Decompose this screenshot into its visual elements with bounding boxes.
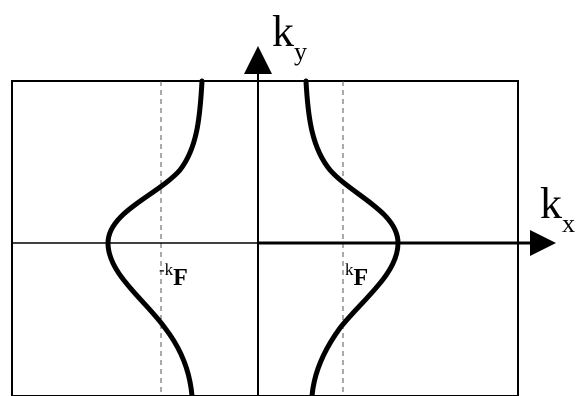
ky-label: ky (272, 7, 307, 66)
kx-label-main: k (540, 179, 562, 228)
minus-kf-main: k (165, 260, 174, 279)
plus-kf-main: k (345, 260, 354, 279)
minus-kf-label: -kF (159, 260, 188, 291)
minus-kf-sub: F (173, 265, 188, 291)
kx-label: kx (540, 179, 575, 238)
zone-boundary (11, 80, 519, 396)
ky-label-sub: y (294, 37, 307, 66)
plus-kf-sub: F (354, 265, 369, 291)
ky-arrow-head (244, 46, 272, 74)
kx-label-sub: x (562, 209, 575, 238)
ky-label-main: k (272, 7, 294, 56)
kx-arrow-head (530, 230, 556, 256)
fermi-surface-left (105, 78, 205, 396)
fermi-surface-right (303, 78, 401, 396)
plus-kf-label: kF (345, 260, 368, 291)
minus-kf-prefix: - (159, 260, 165, 279)
